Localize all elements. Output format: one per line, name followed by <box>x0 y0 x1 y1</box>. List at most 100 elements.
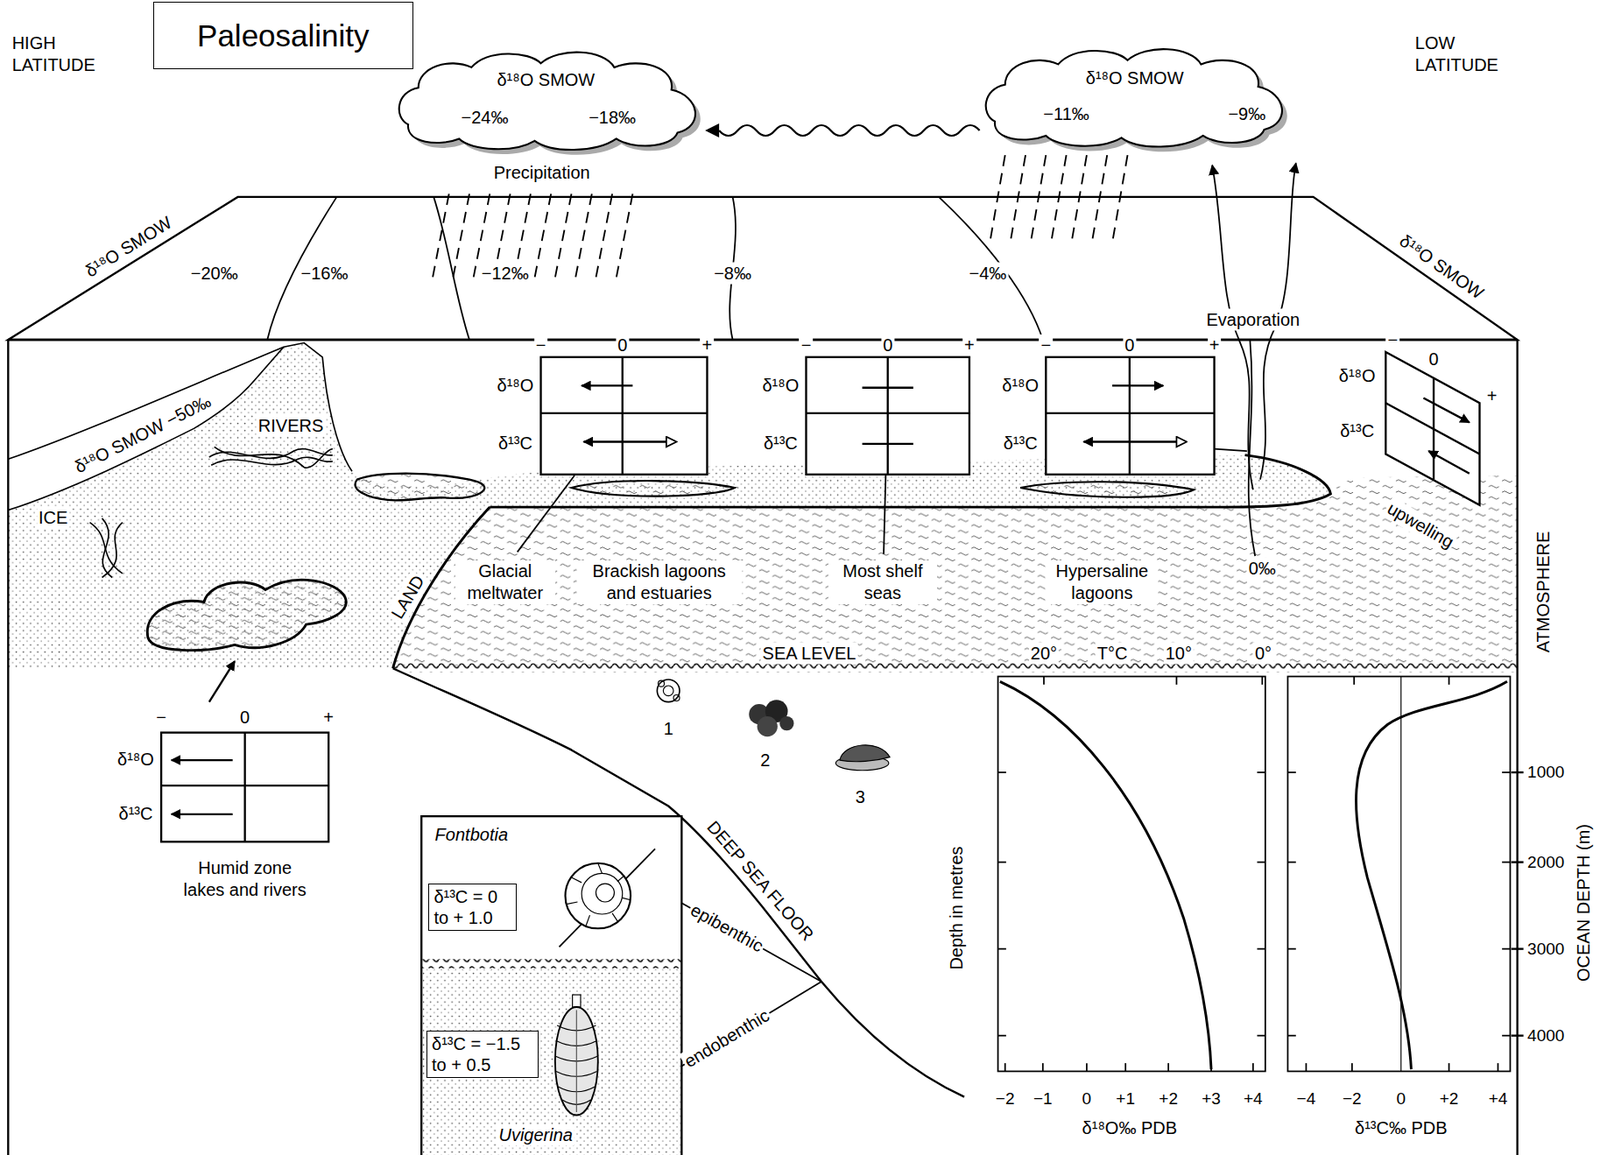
foraminifera <box>779 716 794 731</box>
isotope-grid <box>541 412 708 415</box>
precipitation-rain <box>595 193 613 278</box>
isotope-range: δ¹³C = 0 to + 1.0 <box>433 886 511 929</box>
isotope-grid <box>1112 384 1163 387</box>
depth-profile-chart <box>998 1035 1007 1037</box>
axis-label: δ¹³C <box>761 432 800 454</box>
depth-profile-chart <box>1287 861 1296 864</box>
front-face-frame <box>1511 771 1524 774</box>
depth-profile-chart <box>1501 948 1510 951</box>
land-and-sea <box>7 343 1517 673</box>
foraminifera <box>658 680 665 687</box>
axis-label: δ¹³C <box>1338 420 1376 442</box>
isotope-grid <box>862 443 914 445</box>
depth-profile-chart <box>1305 1063 1308 1072</box>
top-face <box>267 197 1044 340</box>
region-label: HIGH LATITUDE <box>10 32 120 77</box>
axis-title: T°C <box>1095 641 1130 664</box>
axis-tick: −2 <box>1340 1088 1364 1110</box>
axis-label: δ¹⁸O <box>495 374 536 396</box>
process-label: Precipitation <box>492 161 593 184</box>
depth-profile-chart <box>998 676 1266 1072</box>
land-and-sea <box>214 446 333 468</box>
axis-label: δ¹³C <box>1001 432 1040 454</box>
leader-line <box>1214 449 1248 452</box>
axis-sign: + <box>321 706 336 728</box>
isotope-grid <box>171 759 233 762</box>
isotope-grid-node: −0+δ¹⁸Oδ¹³C <box>754 331 980 480</box>
depth-profile-chart <box>1287 771 1296 774</box>
cloud-shape <box>399 49 1288 156</box>
depth-tick: 2000 <box>1525 852 1566 874</box>
benthic-inset <box>576 1010 578 1114</box>
isotope-grid <box>1045 412 1214 415</box>
depth-profile-chart <box>1448 676 1451 685</box>
axis-title: δ¹³C‰ PDB <box>1353 1116 1450 1139</box>
foraminifera <box>656 679 890 771</box>
axis-title: δ¹⁸O‰ PDB <box>1080 1116 1179 1139</box>
leader-line <box>517 475 575 552</box>
axis-label: δ¹³C <box>496 432 535 454</box>
region-label: ATMOSPHERE <box>1531 529 1554 656</box>
axis-sign: − <box>534 334 549 356</box>
isotope-grid-node: −0+δ¹⁸Oδ¹³C <box>994 331 1225 480</box>
axis-sign: − <box>154 706 169 728</box>
front-face-frame <box>7 339 1523 1155</box>
depth-profile-chart <box>1400 676 1402 1072</box>
axis-tick: 0 <box>1080 1088 1094 1110</box>
land-and-sea <box>7 346 284 510</box>
front-face-frame <box>7 339 9 1155</box>
isotope-grid <box>161 733 329 843</box>
front-face-frame <box>1511 860 1524 863</box>
depth-profile-chart <box>1448 1063 1451 1072</box>
land-and-sea <box>1020 481 1194 498</box>
land-and-sea <box>393 662 1518 672</box>
front-face-frame <box>1511 947 1524 950</box>
axis-label: δ¹³C <box>117 803 156 825</box>
depth-profile-chart <box>1501 1035 1510 1037</box>
environment-label: Hypersaline lagoons <box>1045 560 1159 605</box>
precipitation-rain <box>616 193 634 278</box>
contour-value: −8‰ <box>711 262 754 285</box>
land-and-sea <box>102 522 123 578</box>
contour-value: 0‰ <box>1247 557 1278 580</box>
callout-number: 1 <box>662 717 676 740</box>
environment-label: Humid zone lakes and rivers <box>177 857 313 902</box>
precipitation-rain <box>452 193 470 278</box>
title-box: Paleosalinity <box>153 1 414 70</box>
top-face <box>938 197 1044 340</box>
axis-sign: + <box>700 334 715 356</box>
wavy-arrow <box>704 123 980 138</box>
precipitation-rain <box>989 155 1005 243</box>
axis-label: δ¹⁸O <box>1000 374 1041 396</box>
axis-sign: + <box>1485 385 1500 407</box>
benthic-inset <box>565 863 632 930</box>
isotope-grid-node: −0+δ¹⁸Oδ¹³C <box>110 704 340 847</box>
isotope-grid <box>1083 440 1186 443</box>
isotope-grid <box>161 784 329 787</box>
axis-label: δ¹⁸O <box>760 374 801 396</box>
isotope-grid <box>209 661 235 703</box>
depth-profile-chart <box>1501 771 1510 774</box>
isotope-value: −24‰ <box>458 106 510 128</box>
precipitation-rain <box>535 193 552 278</box>
temperature-tick: 0° <box>1253 641 1274 664</box>
benthic-inset-box: FontbotiaUvigerinaδ¹³C = 0 to + 1.0δ¹³C … <box>421 816 682 1155</box>
cloud-shape <box>986 49 1283 147</box>
axis-tick: −4 <box>1295 1088 1319 1110</box>
isotope-grid <box>1045 357 1214 475</box>
contour-value: −4‰ <box>966 262 1008 285</box>
benthic-inset <box>559 848 656 947</box>
axis-zero: 0 <box>1427 348 1441 370</box>
land-and-sea <box>393 475 1518 666</box>
precipitation-rain <box>575 193 593 278</box>
arrow-head <box>704 123 719 138</box>
cloud-node: δ¹⁸O SMOW−24‰−18‰ <box>393 47 706 155</box>
axis-tick: −2 <box>993 1088 1017 1110</box>
precipitation-rain <box>1010 155 1026 243</box>
axis-sign: − <box>1038 334 1053 356</box>
isotope-grid-node: −0+δ¹⁸Oδ¹³C <box>1332 328 1501 510</box>
environment-label: Brackish lagoons and estuaries <box>576 560 742 605</box>
depth-profile-chart <box>998 676 1511 1072</box>
isotope-grid <box>583 440 676 443</box>
isotope-grid <box>621 357 624 475</box>
